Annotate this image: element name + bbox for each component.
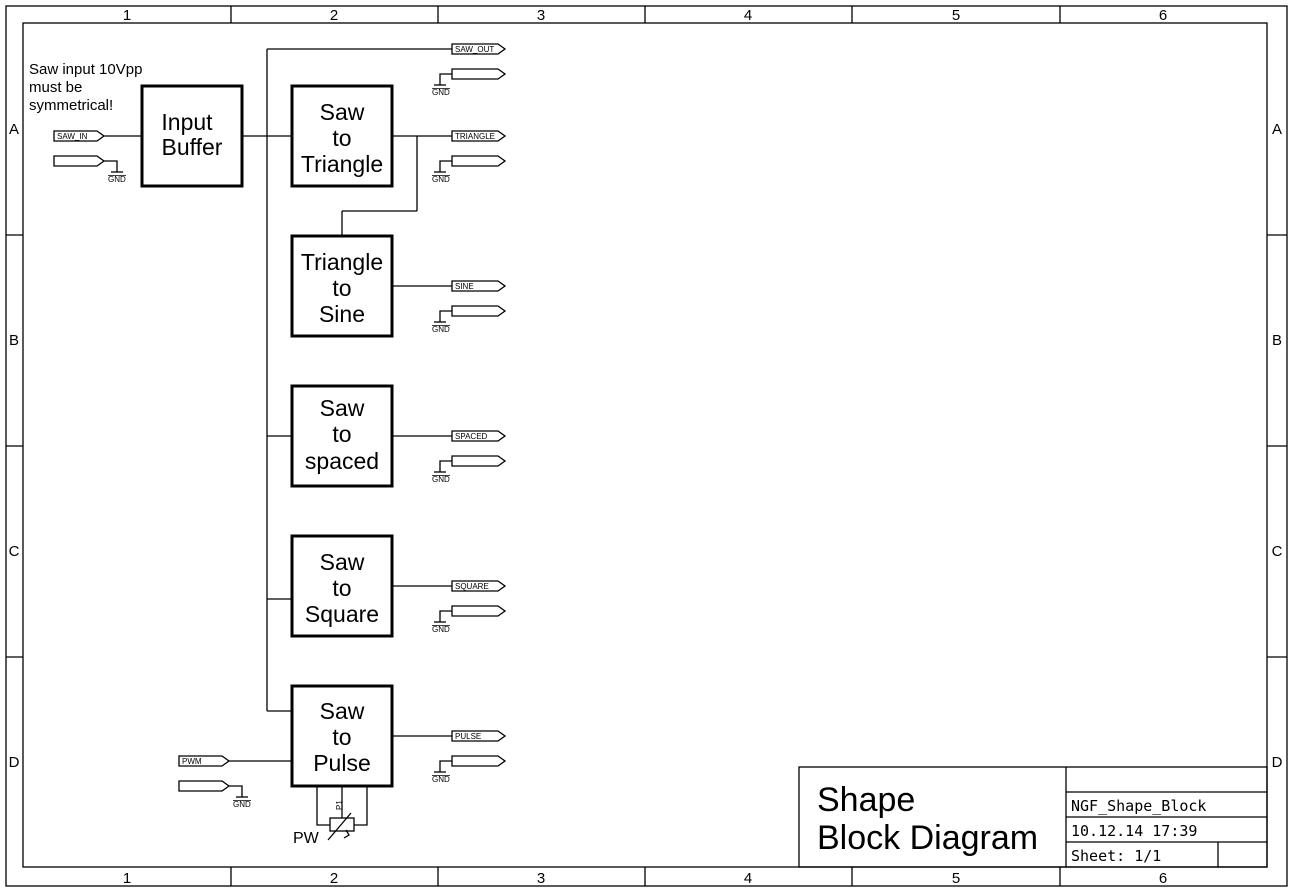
gnd-port: GND [53,155,126,184]
triangle-port: TRIANGLE [451,130,507,142]
title-line: Block Diagram [817,819,1038,857]
col-label-top: 6 [1159,7,1167,24]
gnd-port: GND [432,755,507,784]
block-label: to [332,125,351,151]
block-label: Saw [320,99,365,125]
block-label: to [332,724,351,750]
block-label: Saw [320,549,365,575]
gnd-port: GND [432,305,507,334]
ports: SAW_IN GND SAW_OUT GND TRIANGLE [53,43,507,809]
block-label: Sine [319,301,365,327]
port-label: SINE [455,282,474,291]
block-label: Square [305,601,379,627]
port-label: SAW_IN [57,132,88,141]
col-label-top: 5 [952,7,960,24]
col-label-top: 1 [123,7,131,24]
pwm-port: PWM [178,755,231,767]
input-buffer-block: Input Buffer [140,84,244,188]
saw-to-square-block: Saw to Square [290,534,394,638]
row-label-right: C [1272,543,1283,560]
gnd-label: GND [432,775,450,784]
row-label-left: C [9,543,20,560]
sheet-number: Sheet: 1/1 [1071,847,1161,865]
gnd-label: GND [108,175,126,184]
gnd-label: GND [432,88,450,97]
row-label-left: D [9,754,20,771]
row-label-left: A [9,121,19,138]
saw-to-triangle-block: Saw to Triangle [290,84,394,188]
title-line: Shape [817,781,915,819]
column-labels-top: 1 2 3 4 5 6 [123,7,1167,24]
port-label: SQUARE [455,582,489,591]
gnd-port: GND [432,605,507,634]
title-block: Shape Block Diagram NGF_Shape_Block 10.1… [798,766,1268,868]
row-label-right: A [1272,121,1282,138]
gnd-label: GND [233,800,251,809]
block-label: spaced [305,448,379,474]
input-note: Saw input 10Vpp must be symmetrical! [29,61,142,114]
block-label: Triangle [301,249,383,275]
gnd-label: GND [432,325,450,334]
saw-to-spaced-block: Saw to spaced [290,384,394,488]
saw-in-port: SAW_IN [53,130,106,142]
block-label: to [332,421,351,447]
square-port: SQUARE [451,580,507,592]
block-label: Buffer [162,134,223,160]
triangle-to-sine-block: Triangle to Sine [290,234,394,338]
drawing-date: 10.12.14 17:39 [1071,822,1197,840]
gnd-label: GND [432,475,450,484]
port-label: PULSE [455,732,481,741]
col-label-top: 3 [537,7,545,24]
note-line: symmetrical! [29,97,113,114]
block-label: Input [161,109,213,135]
row-labels-left: A B C D [9,121,20,771]
col-label-bottom: 3 [537,870,545,887]
gnd-port: GND [178,780,251,809]
row-label-right: D [1272,754,1283,771]
block-label: Saw [320,698,365,724]
port-label: SAW_OUT [455,45,494,54]
saw-out-port: SAW_OUT [451,43,507,55]
spaced-port: SPACED [451,430,507,442]
gnd-port: GND [432,455,507,484]
wires [104,48,452,762]
row-labels-right: A B C D [1272,121,1283,771]
note-line: must be [29,79,82,96]
col-label-bottom: 2 [330,870,338,887]
gnd-label: GND [432,175,450,184]
block-label: Saw [320,395,365,421]
port-label: SPACED [455,432,488,441]
gnd-port: GND [432,155,507,184]
row-label-left: B [9,332,19,349]
sine-port: SINE [451,280,507,292]
column-labels-bottom: 1 2 3 4 5 6 [123,870,1167,887]
block-label: Pulse [313,750,371,776]
port-label: TRIANGLE [455,132,495,141]
saw-to-pulse-block: Saw to Pulse [290,684,394,788]
col-label-bottom: 4 [744,870,752,887]
col-label-top: 4 [744,7,752,24]
gnd-port: GND [432,68,507,97]
note-line: Saw input 10Vpp [29,61,142,78]
col-label-bottom: 5 [952,870,960,887]
pot-ref-label: P1 [335,800,344,810]
block-label: to [332,575,351,601]
drawing-name: NGF_Shape_Block [1071,797,1206,815]
col-label-bottom: 1 [123,870,131,887]
gnd-label: GND [432,625,450,634]
col-label-top: 2 [330,7,338,24]
pulse-port: PULSE [451,730,507,742]
col-label-bottom: 6 [1159,870,1167,887]
pot-label: PW [293,830,320,847]
row-label-right: B [1272,332,1282,349]
pw-potentiometer: P1 PW [293,786,368,847]
sheet-frame [5,5,1288,887]
block-label: Triangle [301,151,383,177]
port-label: PWM [182,757,202,766]
block-label: to [332,275,351,301]
